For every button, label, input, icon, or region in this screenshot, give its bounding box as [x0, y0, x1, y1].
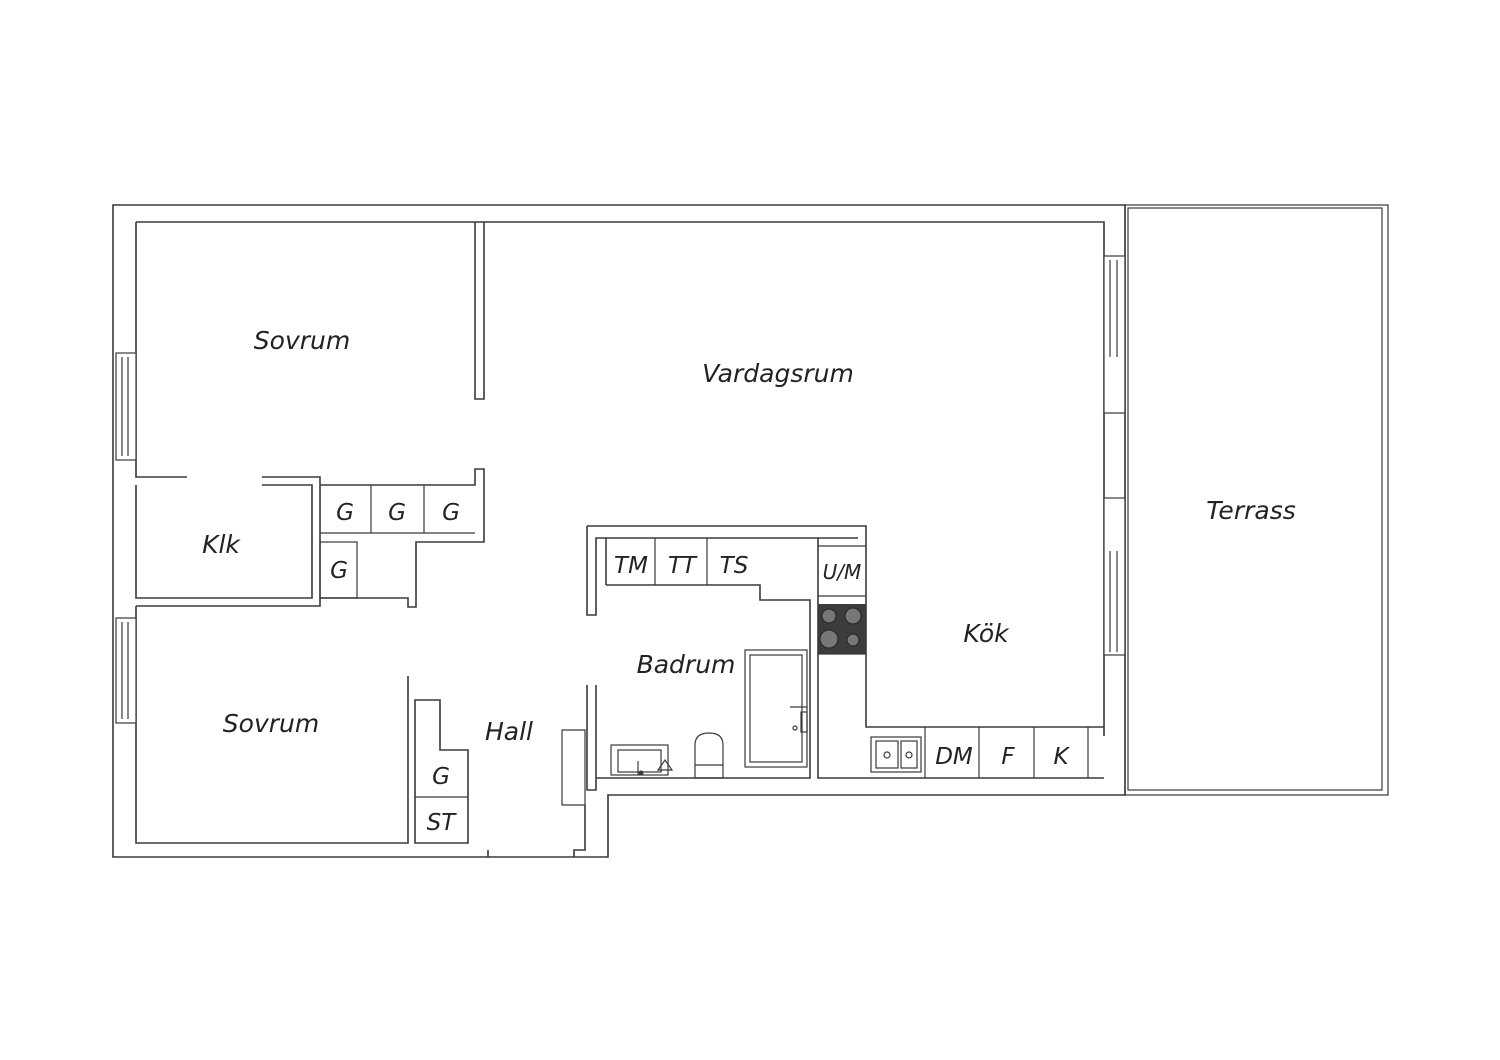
toilet: [694, 732, 724, 779]
room-label-badrum: Badrum: [637, 650, 736, 679]
room-label-kok: Kök: [963, 619, 1010, 648]
closet-label-g1: G: [336, 500, 354, 526]
terrace: [1124, 204, 1389, 796]
kitchen-fixtures: [818, 545, 1089, 778]
bathroom-fixtures: [610, 538, 808, 779]
appliance-label-f: F: [1001, 744, 1015, 770]
kitchen-sink: [870, 736, 922, 773]
room-labels: Sovrum Vardagsrum Terrass Klk Kök Badrum…: [202, 326, 1296, 746]
closet-label-g4: G: [330, 558, 348, 584]
appliance-label-dm: DM: [935, 744, 973, 770]
appliance-label-ts: TS: [720, 553, 749, 579]
outer-walls: [112, 204, 1126, 858]
room-label-sovrum-bottom: Sovrum: [223, 709, 319, 738]
window-vardagsrum: [1103, 255, 1126, 414]
appliance-labels: TM TT TS U/M DM F K: [614, 553, 1070, 770]
room-label-klk: Klk: [202, 530, 241, 559]
closet-label-g5: G: [432, 764, 450, 790]
room-label-terrass: Terrass: [1206, 496, 1296, 525]
appliance-label-tt: TT: [668, 553, 698, 579]
window-sovrum-top: [115, 352, 137, 461]
room-label-vardagsrum: Vardagsrum: [702, 359, 854, 388]
closets: [319, 485, 475, 798]
appliance-label-tm: TM: [614, 553, 648, 579]
closet-label-st: ST: [427, 810, 458, 836]
closet-labels: G G G G G ST: [330, 500, 460, 836]
room-label-hall: Hall: [485, 717, 533, 746]
room-label-sovrum-top: Sovrum: [254, 326, 350, 355]
interior-walls: [136, 222, 1104, 806]
window-kok: [1103, 497, 1126, 656]
windows: [115, 255, 1126, 724]
shower: [744, 649, 808, 768]
window-sovrum-bottom: [115, 617, 137, 724]
appliance-label-um: U/M: [823, 560, 862, 584]
closet-label-g2: G: [388, 500, 406, 526]
closet-label-g3: G: [442, 500, 460, 526]
appliance-label-k: K: [1053, 744, 1070, 770]
